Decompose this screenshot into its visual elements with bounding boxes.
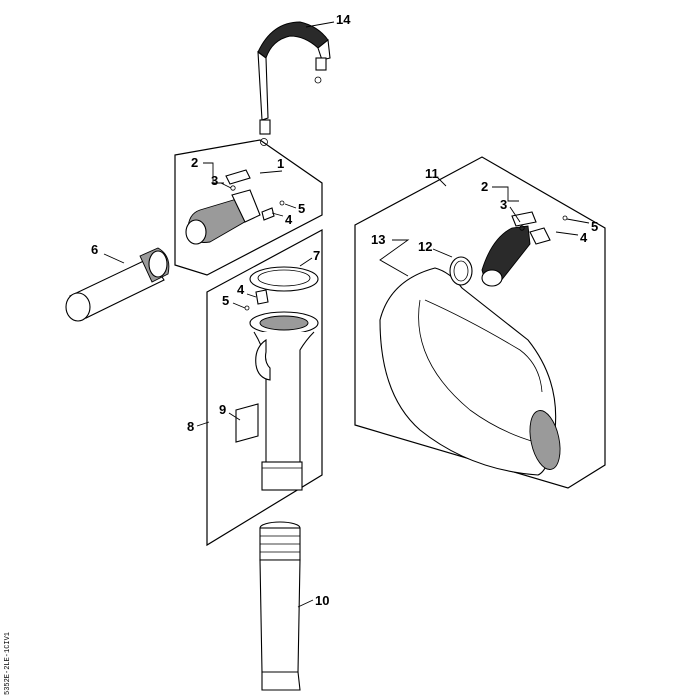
callout-3a: 3	[211, 173, 218, 188]
callout-4a: 4	[285, 212, 293, 227]
part-clamp-ring	[249, 266, 319, 292]
callout-5a: 5	[298, 201, 305, 216]
part-carrying-strap	[257, 21, 331, 146]
callout-2b: 2	[481, 179, 488, 194]
callout-12: 12	[418, 239, 432, 254]
part-nozzle-tube	[259, 521, 301, 691]
part-label	[235, 403, 259, 443]
part-blower-tube-short	[65, 247, 170, 322]
callout-11: 11	[425, 166, 439, 181]
part-throttle-trigger-assembly	[185, 169, 285, 245]
callout-10: 10	[315, 593, 329, 608]
leader-14	[305, 21, 335, 28]
part-blower-tube-curved	[249, 311, 319, 491]
callout-4b: 4	[237, 282, 245, 297]
document-id: 5352E-2LE-1CIV1	[4, 632, 12, 695]
callout-13: 13	[371, 232, 385, 247]
callout-1: 1	[277, 156, 284, 171]
part-bag-clamp	[449, 256, 473, 286]
callout-2a: 2	[191, 155, 198, 170]
callout-5b: 5	[222, 293, 229, 308]
callout-8: 8	[187, 419, 194, 434]
callout-9: 9	[219, 402, 226, 417]
part-collection-bag	[379, 267, 561, 476]
callout-6: 6	[91, 242, 98, 257]
part-bag-connector	[481, 211, 568, 287]
callout-14: 14	[336, 12, 351, 27]
assembly-frame-1	[174, 139, 323, 276]
callout-3b: 3	[500, 197, 507, 212]
assembly-frame-11	[354, 156, 606, 489]
part-clip	[244, 289, 269, 311]
callout-4c: 4	[580, 230, 588, 245]
callout-7: 7	[313, 248, 320, 263]
assembly-frame-8	[206, 228, 323, 547]
callout-5c: 5	[591, 219, 598, 234]
